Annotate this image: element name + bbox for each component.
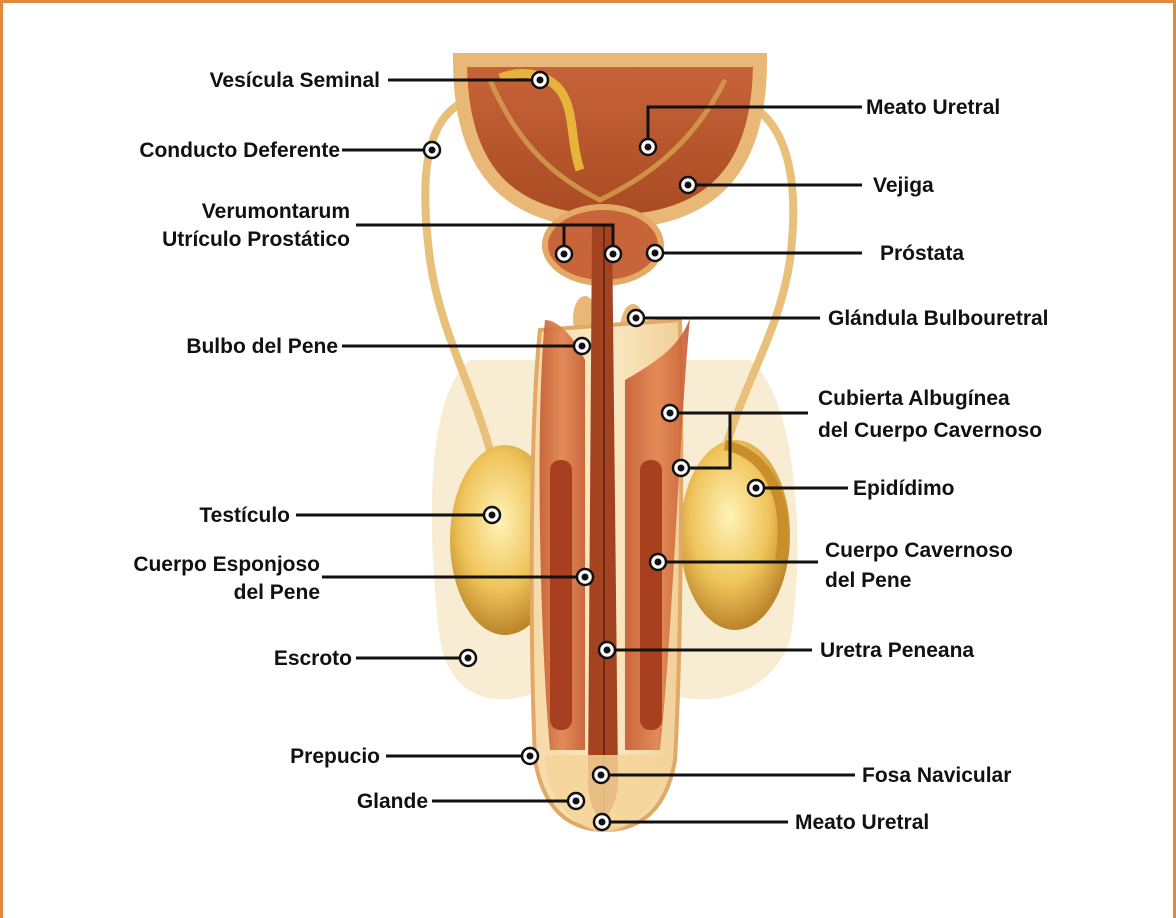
marker-prostata bbox=[647, 245, 663, 261]
marker-vesicula-seminal bbox=[532, 72, 548, 88]
marker-uretra-peneana bbox=[599, 642, 615, 658]
label-conducto-deferente: Conducto Deferente bbox=[139, 139, 340, 162]
label-verumontanum: Verumontarum bbox=[202, 200, 350, 223]
right-cavernous-tissue bbox=[640, 460, 662, 730]
marker-cubierta-albuginea-2 bbox=[673, 460, 689, 476]
label-glande: Glande bbox=[357, 790, 428, 813]
marker-conducto-deferente bbox=[424, 142, 440, 158]
label-meato-uretral-bottom: Meato Uretral bbox=[795, 811, 929, 834]
label-cubierta-albuginea-2: del Cuerpo Cavernoso bbox=[818, 419, 1042, 442]
label-cuerpo-esponjoso-2: del Pene bbox=[234, 581, 320, 604]
marker-cuerpo-cavernoso bbox=[650, 554, 666, 570]
marker-epididimo bbox=[748, 480, 764, 496]
label-uretra-peneana: Uretra Peneana bbox=[820, 639, 974, 662]
marker-escroto bbox=[460, 650, 476, 666]
marker-fosa-navicular bbox=[593, 767, 609, 783]
label-utriculo-prostatico: Utrículo Prostático bbox=[162, 228, 350, 251]
label-vejiga: Vejiga bbox=[873, 174, 934, 197]
marker-utriculo-prostatico bbox=[605, 246, 621, 262]
label-cuerpo-cavernoso-2: del Pene bbox=[825, 569, 911, 592]
marker-testiculo bbox=[484, 507, 500, 523]
label-bulbo-del-pene: Bulbo del Pene bbox=[186, 335, 338, 358]
marker-meato-uretral-top bbox=[640, 139, 656, 155]
marker-vejiga bbox=[680, 177, 696, 193]
marker-verumontanum bbox=[556, 246, 572, 262]
anatomy-illustration bbox=[425, 60, 797, 832]
label-vesicula-seminal: Vesícula Seminal bbox=[210, 69, 380, 92]
marker-prepucio bbox=[522, 748, 538, 764]
marker-bulbo-del-pene bbox=[574, 338, 590, 354]
label-testiculo: Testículo bbox=[199, 504, 290, 527]
label-epididimo: Epidídimo bbox=[853, 477, 955, 500]
label-fosa-navicular: Fosa Navicular bbox=[862, 764, 1011, 787]
labels-left: Vesícula Seminal Conducto Deferente Veru… bbox=[133, 69, 428, 813]
label-prepucio: Prepucio bbox=[290, 745, 380, 768]
label-prostata: Próstata bbox=[880, 242, 964, 265]
label-cuerpo-cavernoso-1: Cuerpo Cavernoso bbox=[825, 539, 1013, 562]
left-cavernous-tissue bbox=[550, 460, 572, 730]
marker-glandula-bulbouretral bbox=[628, 310, 644, 326]
labels-right: Meato Uretral Vejiga Próstata Glándula B… bbox=[795, 96, 1049, 834]
marker-cuerpo-esponjoso bbox=[577, 569, 593, 585]
marker-meato-uretral-bottom bbox=[594, 814, 610, 830]
label-cuerpo-esponjoso-1: Cuerpo Esponjoso bbox=[133, 553, 320, 576]
label-escroto: Escroto bbox=[274, 647, 352, 670]
label-glandula-bulbouretral: Glándula Bulbouretral bbox=[828, 307, 1049, 330]
marker-glande bbox=[568, 793, 584, 809]
label-meato-uretral-top: Meato Uretral bbox=[866, 96, 1000, 119]
label-cubierta-albuginea-1: Cubierta Albugínea bbox=[818, 387, 1010, 410]
marker-cubierta-albuginea-1 bbox=[662, 405, 678, 421]
